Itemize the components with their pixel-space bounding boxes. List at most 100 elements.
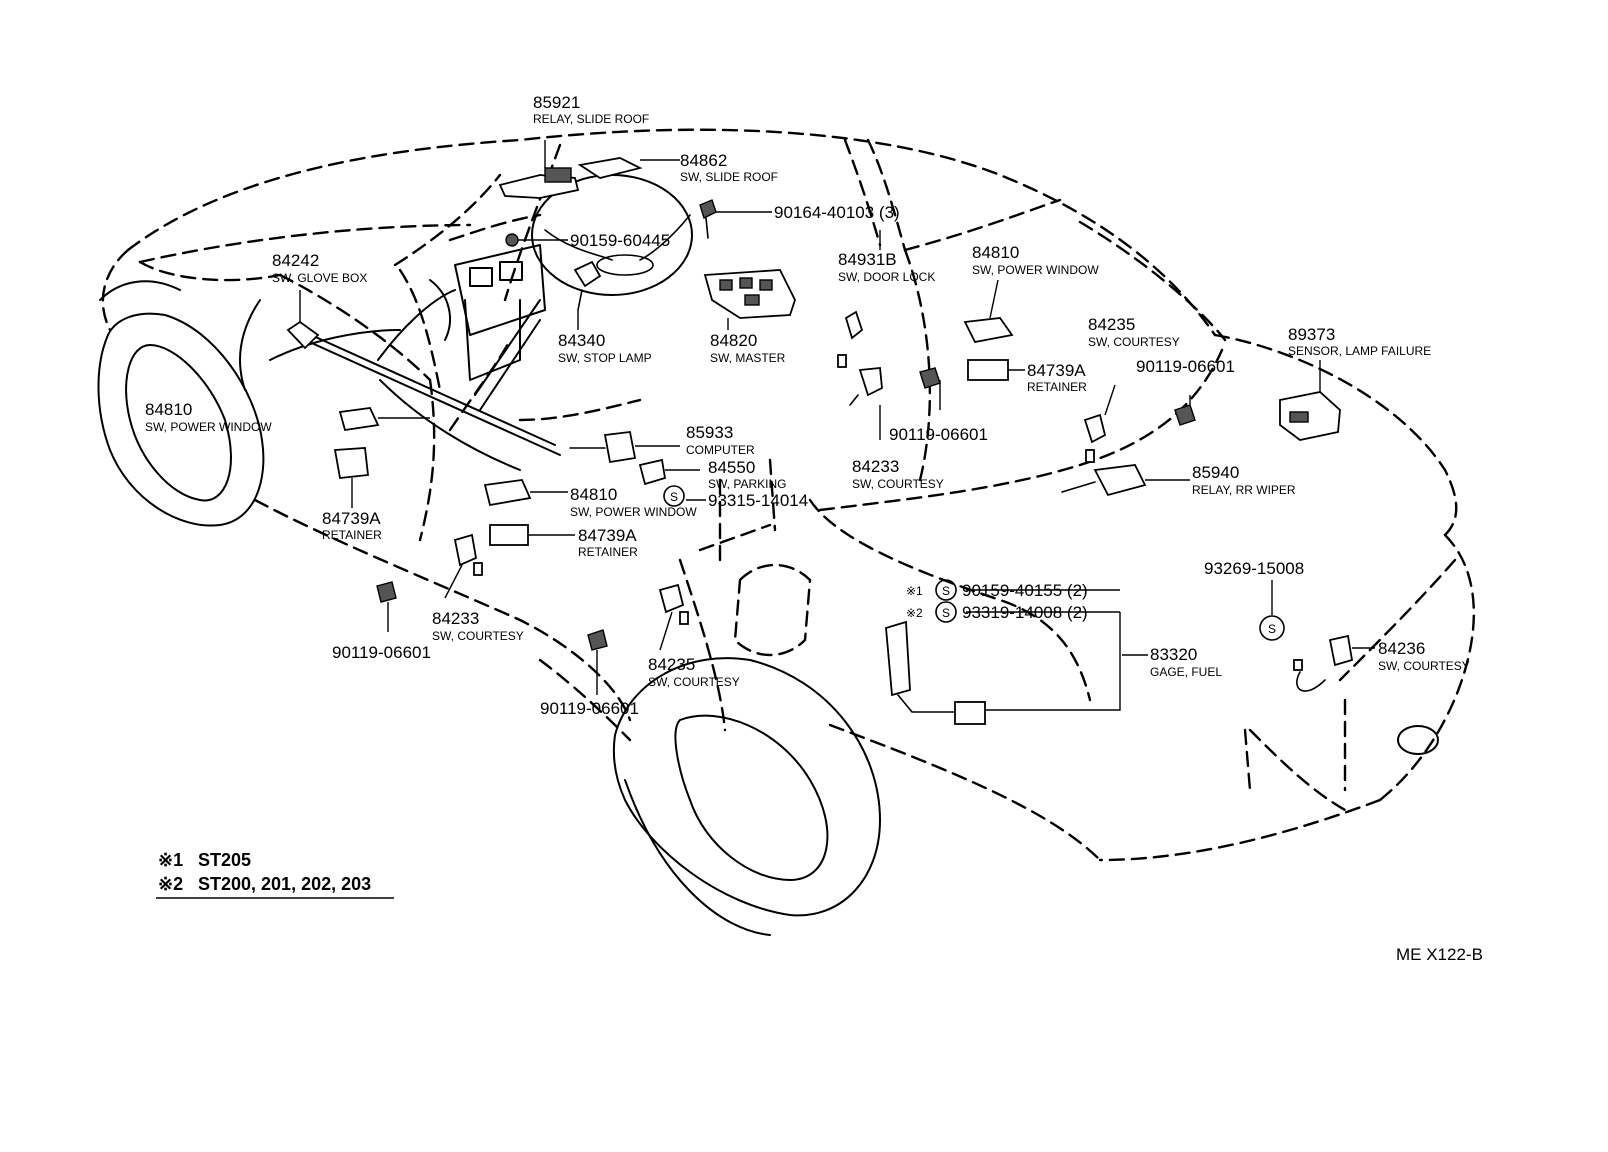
svg-text:SW, STOP LAMP: SW, STOP LAMP bbox=[558, 351, 652, 365]
clip-90159-60445 bbox=[505, 233, 519, 247]
retainer-right bbox=[967, 359, 1009, 381]
svg-text:84233: 84233 bbox=[432, 609, 479, 628]
label-90159-60445: 90159-60445 bbox=[570, 231, 670, 250]
label-83320: 83320 GAGE, FUEL bbox=[1150, 645, 1222, 679]
parts bbox=[286, 157, 1439, 755]
svg-text:90119-06601: 90119-06601 bbox=[889, 425, 988, 444]
svg-text:S: S bbox=[942, 606, 950, 620]
svg-text:84739A: 84739A bbox=[578, 526, 637, 545]
label-84235-mid: 84235 SW, COURTESY bbox=[648, 655, 740, 689]
label-90119-06601-left: 90119-06601 bbox=[332, 643, 431, 662]
courtesy-switch-right bbox=[1083, 413, 1107, 444]
power-window-switch-left bbox=[338, 407, 380, 432]
svg-text:84236: 84236 bbox=[1378, 639, 1425, 658]
svg-text:93315-14014: 93315-14014 bbox=[708, 491, 808, 510]
svg-text:RETAINER: RETAINER bbox=[322, 528, 382, 542]
svg-text:84820: 84820 bbox=[710, 331, 757, 350]
svg-text:93319-14008 (2): 93319-14008 (2) bbox=[962, 603, 1088, 622]
interior-dashboard bbox=[269, 174, 693, 471]
svg-text:90119-06601: 90119-06601 bbox=[332, 643, 431, 662]
door-lock-switch bbox=[844, 310, 864, 340]
retainer-mid bbox=[489, 524, 529, 546]
svg-text:SW, PARKING: SW, PARKING bbox=[708, 477, 786, 491]
label-90119-06601-center: 90119-06601 bbox=[889, 425, 988, 444]
label-89373: 89373 SENSOR, LAMP FAILURE bbox=[1288, 325, 1431, 358]
circle-s-marker-93315: S bbox=[663, 485, 685, 507]
label-84739A-right: 84739A RETAINER bbox=[1027, 361, 1087, 394]
svg-text:84550: 84550 bbox=[708, 458, 755, 477]
svg-text:93269-15008: 93269-15008 bbox=[1204, 559, 1304, 578]
note-marker-2: ※2 bbox=[906, 606, 923, 620]
svg-text:85933: 85933 bbox=[686, 423, 733, 442]
rr-wiper-relay bbox=[1093, 464, 1147, 497]
label-93269-15008: 93269-15008 bbox=[1204, 559, 1304, 578]
label-84739A-mid: 84739A RETAINER bbox=[578, 526, 638, 559]
car-body-outline bbox=[101, 128, 1476, 862]
label-84739A-left: 84739A RETAINER bbox=[322, 509, 382, 542]
svg-text:84810: 84810 bbox=[145, 400, 192, 419]
lamp-failure-sensor bbox=[1279, 391, 1341, 441]
label-84862: 84862 SW, SLIDE ROOF bbox=[680, 151, 778, 184]
svg-text:SW, POWER WINDOW: SW, POWER WINDOW bbox=[145, 420, 272, 434]
svg-text:GAGE, FUEL: GAGE, FUEL bbox=[1150, 665, 1222, 679]
label-93315-14014: 93315-14014 bbox=[708, 491, 808, 510]
svg-text:RETAINER: RETAINER bbox=[1027, 380, 1087, 394]
slide-roof-relay bbox=[498, 167, 580, 199]
retainer-left bbox=[333, 447, 369, 479]
svg-text:SW, COURTESY: SW, COURTESY bbox=[1378, 659, 1470, 673]
label-90159-40155: 90159-40155 (2) bbox=[962, 581, 1088, 600]
circle-s-marker-90159-40155: S bbox=[935, 579, 957, 601]
svg-text:SW, COURTESY: SW, COURTESY bbox=[852, 477, 944, 491]
label-93319-14008: 93319-14008 (2) bbox=[962, 603, 1088, 622]
label-84820: 84820 SW, MASTER bbox=[710, 331, 786, 365]
svg-text:SW, COURTESY: SW, COURTESY bbox=[1088, 335, 1180, 349]
label-84810-right: 84810 SW, POWER WINDOW bbox=[972, 243, 1099, 277]
leader-lines bbox=[299, 140, 1375, 711]
front-wheel bbox=[97, 280, 265, 527]
glove-box-switch bbox=[286, 320, 320, 350]
svg-text:89373: 89373 bbox=[1288, 325, 1335, 344]
svg-text:84233: 84233 bbox=[852, 457, 899, 476]
parking-switch bbox=[638, 458, 667, 486]
circle-s-marker-93319: S bbox=[935, 601, 957, 623]
label-84233-center: 84233 SW, COURTESY bbox=[852, 457, 944, 491]
svg-text:SW, DOOR LOCK: SW, DOOR LOCK bbox=[838, 270, 935, 284]
svg-text:SW, POWER WINDOW: SW, POWER WINDOW bbox=[972, 263, 1099, 277]
courtesy-switch-left bbox=[453, 533, 478, 567]
svg-text:COMPUTER: COMPUTER bbox=[686, 443, 755, 457]
svg-text:S: S bbox=[1268, 622, 1276, 636]
screw-90119-right bbox=[1174, 404, 1196, 426]
label-84810-mid: 84810 SW, POWER WINDOW bbox=[570, 485, 697, 519]
master-switch bbox=[703, 269, 796, 319]
svg-text:84235: 84235 bbox=[1088, 315, 1135, 334]
svg-text:83320: 83320 bbox=[1150, 645, 1197, 664]
svg-text:SW, GLOVE BOX: SW, GLOVE BOX bbox=[272, 271, 367, 285]
svg-text:90119-06601: 90119-06601 bbox=[540, 699, 639, 718]
label-84550: 84550 SW, PARKING bbox=[708, 458, 786, 491]
screw-90119-mid bbox=[587, 629, 608, 651]
label-85940: 85940 RELAY, RR WIPER bbox=[1192, 463, 1296, 497]
legend-text-1: ST205 bbox=[198, 850, 251, 870]
svg-text:SW, COURTESY: SW, COURTESY bbox=[648, 675, 740, 689]
screw-90119-left bbox=[376, 581, 397, 603]
svg-text:RETAINER: RETAINER bbox=[578, 545, 638, 559]
computer-unit bbox=[603, 431, 637, 464]
label-84236: 84236 SW, COURTESY bbox=[1378, 639, 1470, 673]
part-labels: 85921 RELAY, SLIDE ROOF 84862 SW, SLIDE … bbox=[145, 93, 1470, 718]
legend-mark-2: ※2 bbox=[158, 874, 183, 894]
svg-text:RELAY, SLIDE ROOF: RELAY, SLIDE ROOF bbox=[533, 112, 649, 126]
screw-90164 bbox=[699, 199, 717, 219]
label-85933: 85933 COMPUTER bbox=[686, 423, 755, 457]
svg-text:85940: 85940 bbox=[1192, 463, 1239, 482]
svg-text:84340: 84340 bbox=[558, 331, 605, 350]
svg-text:85921: 85921 bbox=[533, 93, 580, 112]
svg-text:84810: 84810 bbox=[972, 243, 1019, 262]
label-84233-left: 84233 SW, COURTESY bbox=[432, 609, 524, 643]
svg-text:84739A: 84739A bbox=[1027, 361, 1086, 380]
svg-text:S: S bbox=[942, 584, 950, 598]
legend-text-2: ST200, 201, 202, 203 bbox=[198, 874, 371, 894]
power-window-switch-mid bbox=[483, 479, 532, 507]
svg-text:SW, COURTESY: SW, COURTESY bbox=[432, 629, 524, 643]
legend-mark-1: ※1 bbox=[158, 850, 183, 870]
